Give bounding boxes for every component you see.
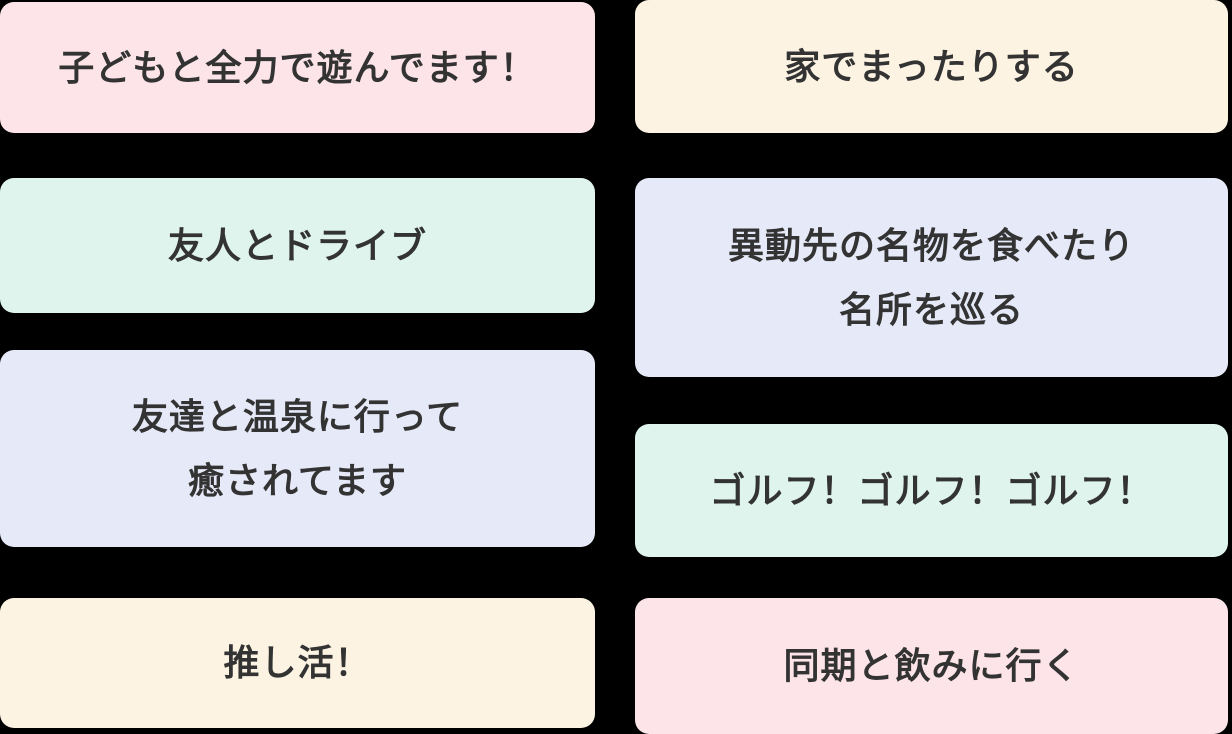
card-golf: ゴルフ！ゴルフ！ゴルフ！ <box>635 424 1228 557</box>
card-text: 推し活！ <box>223 642 372 683</box>
card-oshikatsu: 推し活！ <box>0 598 595 728</box>
card-text: 友人とドライブ <box>167 224 427 266</box>
card-text-line2: 癒されてます <box>187 459 408 501</box>
card-text-line2: 名所を巡る <box>838 288 1024 330</box>
card-drive-with-friends: 友人とドライブ <box>0 178 595 313</box>
card-text: 子どもと全力で遊んでます！ <box>58 46 537 88</box>
card-text: 同期と飲みに行く <box>783 645 1080 686</box>
card-relax-at-home: 家でまったりする <box>635 0 1228 133</box>
card-drinks-with-colleagues: 同期と飲みに行く <box>635 598 1228 734</box>
card-text-line1: 異動先の名物を食べたり <box>727 224 1135 266</box>
card-text: 家でまったりする <box>784 45 1079 87</box>
card-text-line1: 友達と温泉に行って <box>131 395 464 437</box>
card-local-food-and-sightseeing: 異動先の名物を食べたり 名所を巡る <box>635 178 1228 377</box>
card-onsen-with-friends: 友達と温泉に行って 癒されてます <box>0 350 595 547</box>
card-text: ゴルフ！ゴルフ！ゴルフ！ <box>709 469 1154 511</box>
card-playing-with-kids: 子どもと全力で遊んでます！ <box>0 2 595 133</box>
